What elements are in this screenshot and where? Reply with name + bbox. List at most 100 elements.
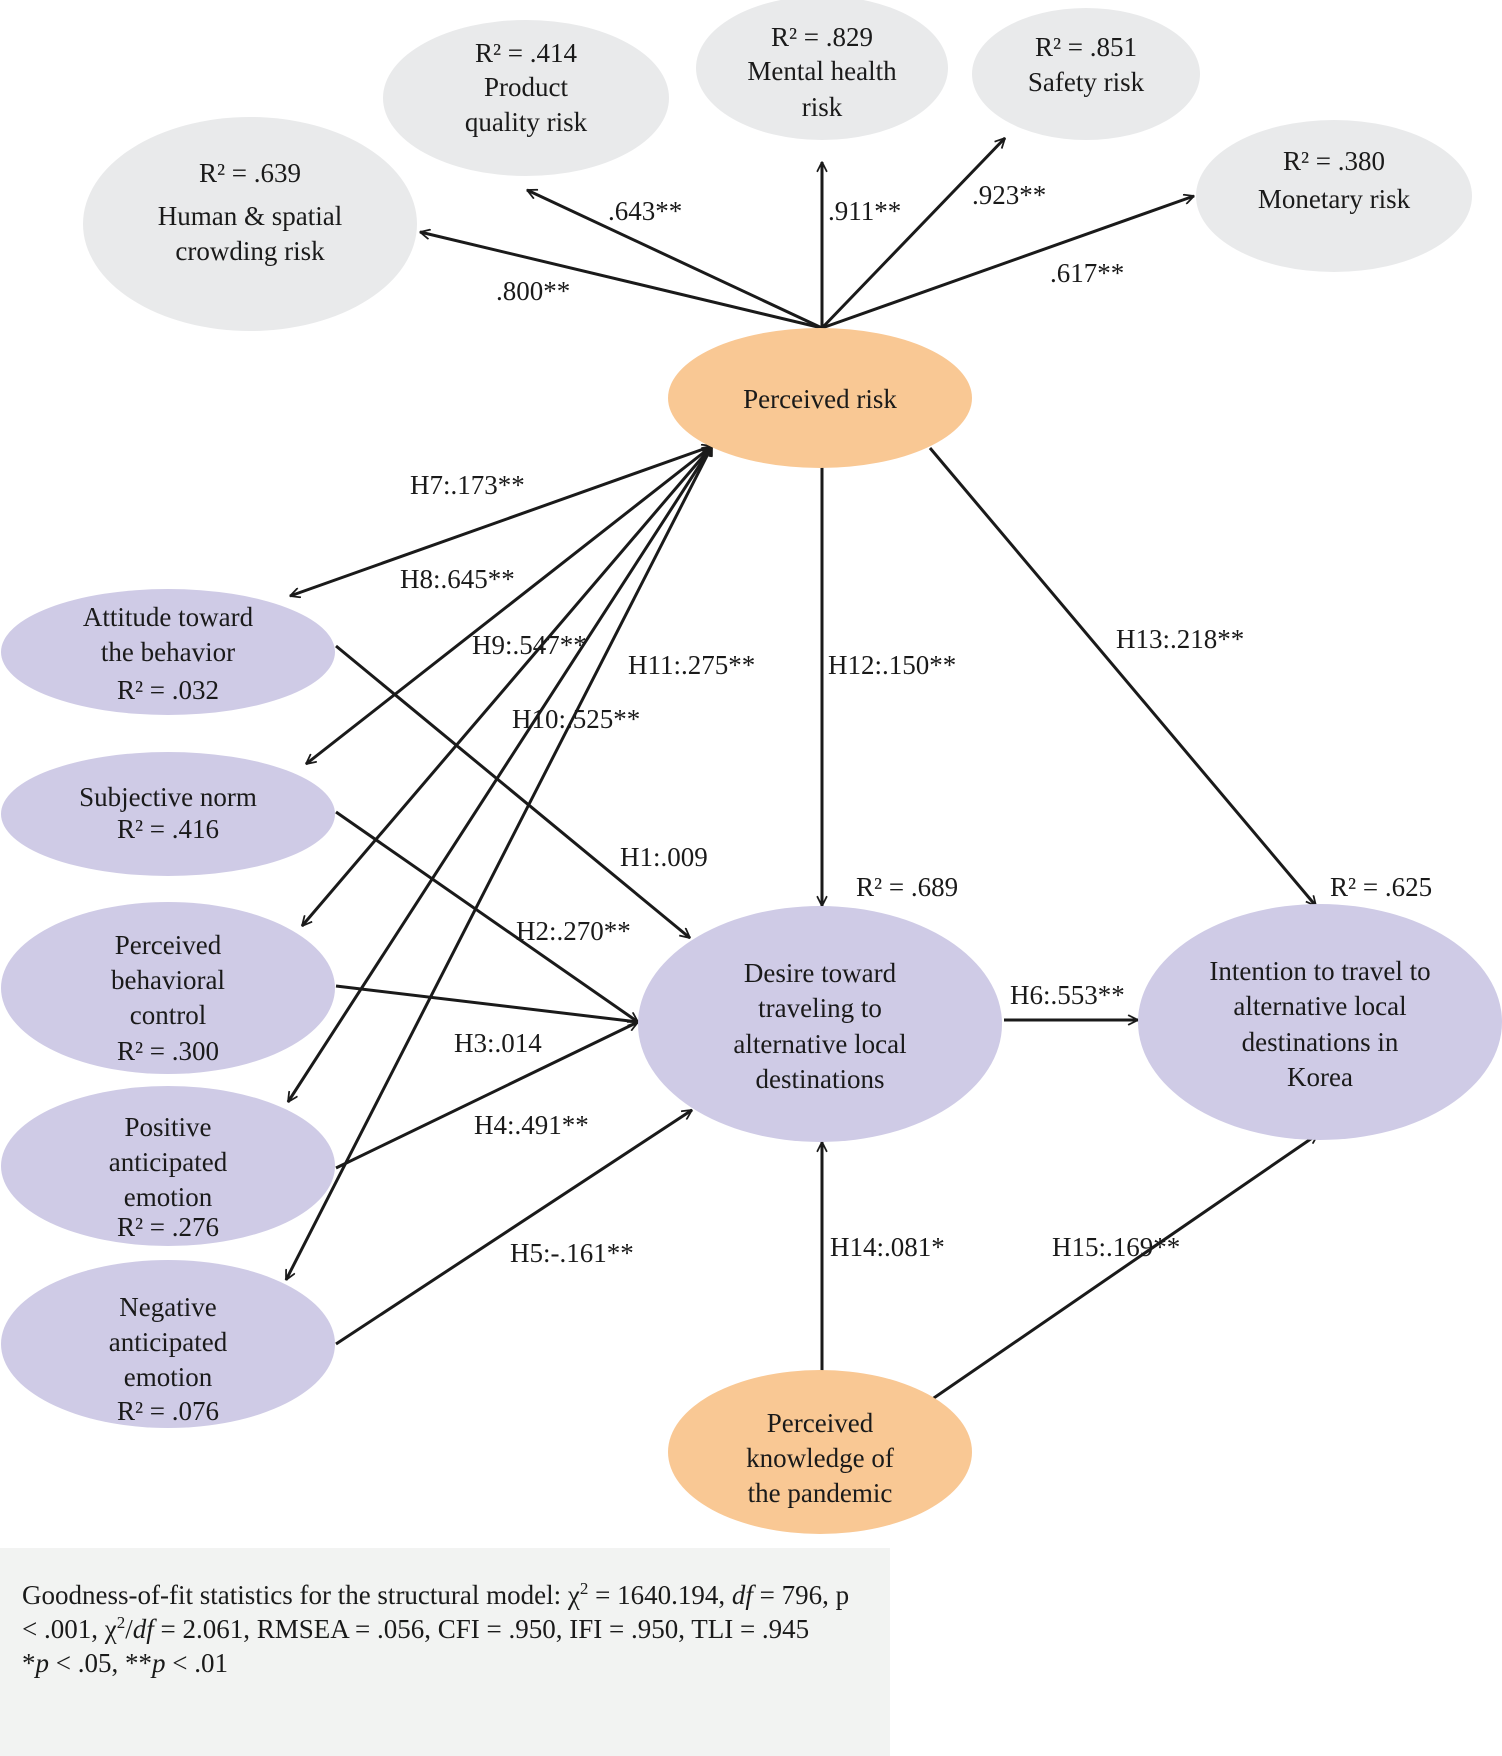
fit-text: / (125, 1614, 133, 1644)
node-shape (1196, 120, 1472, 272)
node-text-line: Desire toward (744, 958, 897, 988)
node-monetary-risk: R² = .380 Monetary risk (1196, 120, 1472, 272)
node-intention: Intention to travel to alternative local… (1138, 872, 1502, 1140)
label-h1: H1:.009 (620, 842, 708, 872)
node-text-line: Perceived risk (743, 384, 897, 414)
node-text-line: crowding risk (175, 236, 325, 266)
fit-text: Goodness-of-fit statistics for the struc… (22, 1580, 580, 1610)
sig-text: * (22, 1648, 36, 1678)
fit-text: = 1640.194, (588, 1580, 732, 1610)
label-h12: H12:.150** (828, 650, 956, 680)
node-mental-health-risk: R² = .829 Mental health risk (696, 0, 948, 140)
fit-sup: 2 (579, 1579, 589, 1598)
label-h4: H4:.491** (474, 1110, 589, 1140)
node-text-line: behavioral (111, 965, 225, 995)
fit-df: df (132, 1614, 154, 1644)
edge-h4 (335, 1020, 638, 1170)
node-text-line: Korea (1287, 1062, 1353, 1092)
desire-r2: R² = .689 (856, 872, 958, 902)
node-text-line: destinations in (1242, 1027, 1399, 1057)
node-product-quality-risk: R² = .414 Product quality risk (383, 20, 669, 176)
label-pr-monetary: .617** (1050, 258, 1124, 288)
edges (284, 138, 1318, 1404)
node-shape (972, 8, 1200, 140)
node-r2: R² = .639 (199, 158, 301, 188)
fit-sup: 2 (116, 1613, 126, 1632)
node-shape (638, 906, 1002, 1142)
label-h9: H9:.547** (472, 630, 587, 660)
node-text-line: quality risk (465, 107, 588, 137)
node-shape (383, 20, 669, 176)
label-h14: H14:.081* (830, 1232, 945, 1262)
node-text-line: control (130, 1000, 206, 1030)
label-h7: H7:.173** (410, 470, 525, 500)
node-shape (1, 752, 335, 876)
fit-statistics-note: Goodness-of-fit statistics for the struc… (0, 1548, 890, 1756)
edge-h1 (335, 644, 690, 938)
node-desire: Desire toward traveling to alternative l… (638, 872, 1002, 1142)
node-text-line: risk (802, 92, 843, 122)
node-r2: R² = .416 (117, 814, 219, 844)
edge-pr-human (420, 232, 823, 330)
edge-h2 (335, 810, 638, 1024)
node-r2: R² = .032 (117, 675, 219, 705)
node-text-line: Perceived (767, 1408, 874, 1438)
edge-pr-safety (820, 138, 1005, 330)
label-pr-product: .643** (608, 196, 682, 226)
node-text-line: anticipated (109, 1147, 228, 1177)
node-shape (668, 328, 972, 468)
significance-note: *p < .05, **p < .01 (22, 1646, 870, 1680)
node-shape (1, 589, 335, 715)
node-text-line: Attitude toward (83, 602, 254, 632)
node-positive-anticipated-emotion: Positive anticipated emotion R² = .276 (1, 1086, 335, 1246)
node-text-line: destinations (756, 1064, 885, 1094)
label-pr-mental: .911** (828, 196, 901, 226)
node-text-line: Mental health (747, 56, 897, 86)
node-text-line: the behavior (101, 637, 235, 667)
label-h11: H11:.275** (628, 650, 755, 680)
node-r2: R² = .300 (117, 1036, 219, 1066)
label-h3: H3:.014 (454, 1028, 542, 1058)
label-pr-human: .800** (496, 276, 570, 306)
node-r2: R² = .276 (117, 1212, 219, 1242)
label-h13: H13:.218** (1116, 624, 1244, 654)
node-text-line: Subjective norm (79, 782, 257, 812)
node-shape (668, 1370, 972, 1534)
node-r2: R² = .414 (475, 38, 578, 68)
node-text-line: alternative local (733, 1029, 906, 1059)
node-shape (696, 0, 948, 140)
node-shape (83, 117, 417, 331)
node-subjective-norm: Subjective norm R² = .416 (1, 752, 335, 876)
node-text-line: Product (484, 72, 568, 102)
node-text-line: Intention to travel to (1209, 956, 1430, 986)
node-text-line: alternative local (1233, 991, 1406, 1021)
node-perceived-knowledge: Perceived knowledge of the pandemic (668, 1370, 972, 1534)
sig-text: < .01 (165, 1648, 228, 1678)
label-pr-safety: .923** (972, 180, 1046, 210)
edge-pr-product (527, 188, 823, 330)
node-text-line: Human & spatial (158, 201, 342, 231)
label-h15: H15:.169** (1052, 1232, 1180, 1262)
node-text-line: knowledge of (746, 1443, 894, 1473)
node-text-line: emotion (124, 1182, 213, 1212)
node-r2: R² = .076 (117, 1396, 219, 1426)
label-h10: H10:.525** (512, 704, 640, 734)
intention-r2: R² = .625 (1330, 872, 1432, 902)
label-h8: H8:.645** (400, 564, 515, 594)
label-h2: H2:.270** (516, 916, 631, 946)
node-perceived-risk: Perceived risk (668, 328, 972, 468)
node-text-line: Safety risk (1028, 67, 1145, 97)
node-shape (1138, 904, 1502, 1140)
edge-pr-monetary (821, 196, 1194, 330)
node-text-line: Monetary risk (1258, 184, 1411, 214)
node-text-line: Negative (119, 1292, 216, 1322)
node-shape (1, 902, 335, 1074)
node-text-line: traveling to (758, 993, 882, 1023)
edge-h15 (927, 1132, 1318, 1404)
node-r2: R² = .380 (1283, 146, 1385, 176)
node-text-line: anticipated (109, 1327, 228, 1357)
edge-h5 (335, 1108, 692, 1346)
node-text-line: Positive (124, 1112, 211, 1142)
